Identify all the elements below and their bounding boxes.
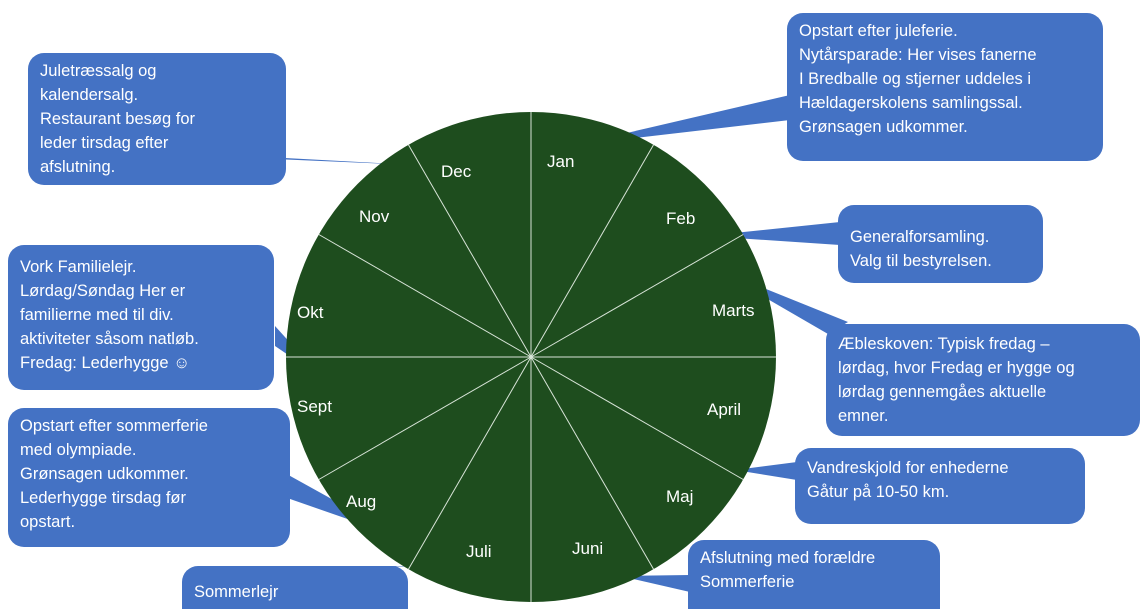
spoke-line	[318, 356, 532, 480]
month-label-juli: Juli	[466, 542, 492, 561]
callout-marts: Æbleskoven: Typisk fredag – lørdag, hvor…	[826, 324, 1140, 436]
month-label-aug: Aug	[346, 492, 376, 511]
pointer-feb	[705, 222, 840, 245]
month-label-okt: Okt	[297, 303, 324, 322]
spoke-line	[408, 144, 532, 358]
pointer-maj	[735, 462, 797, 480]
spoke-line	[318, 234, 532, 358]
callout-juli: Sommerlejr	[182, 566, 408, 609]
callout-feb: Generalforsamling. Valg til bestyrelsen.	[838, 205, 1043, 283]
pointer-dec	[250, 158, 415, 165]
month-label-jan: Jan	[547, 152, 574, 171]
month-label-nov: Nov	[359, 207, 390, 226]
month-label-april: April	[707, 400, 741, 419]
pointer-juni	[620, 575, 690, 592]
callout-maj: Vandreskjold for enhederne Gåtur på 10-5…	[795, 448, 1085, 524]
spoke-line	[530, 144, 654, 358]
callout-jan: Opstart efter juleferie. Nytårsparade: H…	[787, 13, 1103, 161]
callout-aug: Opstart efter sommerferie med olympiade.…	[8, 408, 290, 547]
month-label-dec: Dec	[441, 162, 472, 181]
month-label-feb: Feb	[666, 209, 695, 228]
callout-dec: Juletræssalg og kalendersalg. Restaurant…	[28, 53, 286, 185]
month-label-marts: Marts	[712, 301, 755, 320]
spoke-line	[530, 356, 654, 570]
callout-juni: Afslutning med forældre Sommerferie	[688, 540, 940, 609]
month-label-maj: Maj	[666, 487, 693, 506]
spoke-line	[530, 356, 744, 480]
month-label-sept: Sept	[297, 397, 332, 416]
spoke-line	[530, 234, 744, 358]
wheel-spokes	[286, 112, 776, 602]
callout-okt: Vork Familielejr. Lørdag/Søndag Her er f…	[8, 245, 274, 390]
month-label-juni: Juni	[572, 539, 603, 558]
spoke-line	[408, 356, 532, 570]
